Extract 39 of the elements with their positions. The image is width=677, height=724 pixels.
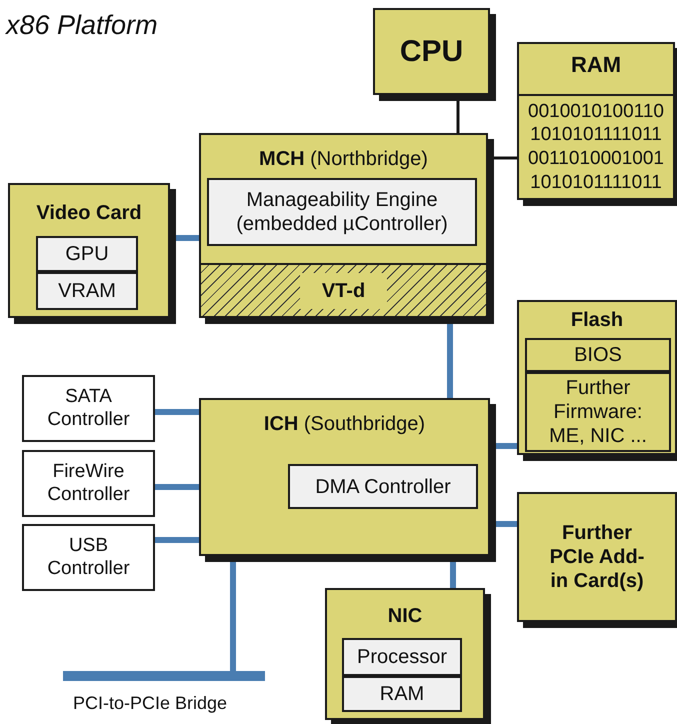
box-label: VT-d [300,272,388,308]
box-label: DMA Controller [314,474,452,498]
connector-line [155,537,199,543]
sub-box [342,676,462,712]
sub-box [36,272,138,310]
box-label: Further PCIe Add-in Card(s) [548,521,646,593]
controller-box [22,375,155,442]
bus-bar [63,671,265,681]
box-heading: NIC [386,604,424,628]
controller-box [22,524,155,591]
hatched-band [199,263,488,318]
diagram-title: x86 Platform [6,10,158,41]
box-label: USB Controller [46,534,131,580]
box-heading: MCH (Northbridge) [258,147,429,171]
bus-label: PCI-to-PCIe Bridge [73,693,228,715]
sub-box [525,372,671,452]
box-heading: ICH (Southbridge) [262,412,426,436]
box-label: SATA Controller [46,386,131,432]
sub-box [342,638,462,676]
box-heading: Video Card [35,201,143,225]
box-label: Manageability Engine (embedded µController) [235,188,449,236]
sub-box [207,178,477,246]
box-label: RAM [378,682,426,706]
connector-line [155,484,199,490]
sub-box [36,236,138,272]
binary-data: 0010010100110 1010101111011 0011010001001 1010101111011 [527,100,665,194]
sub-box [288,464,478,509]
controller-box [22,450,155,517]
box-heading: Flash [570,308,624,332]
box-label: BIOS [573,343,623,367]
box-label: Processor [356,645,448,669]
box-label: GPU [64,242,110,266]
box-heading: RAM [570,52,622,78]
box-label: VRAM [57,279,117,303]
box-label: Further Firmware: ME, NIC ... [548,376,648,448]
box-label: FireWire Controller [46,460,131,506]
connector-line [155,409,199,415]
box-label: CPU [398,34,464,70]
sub-box [525,338,671,372]
